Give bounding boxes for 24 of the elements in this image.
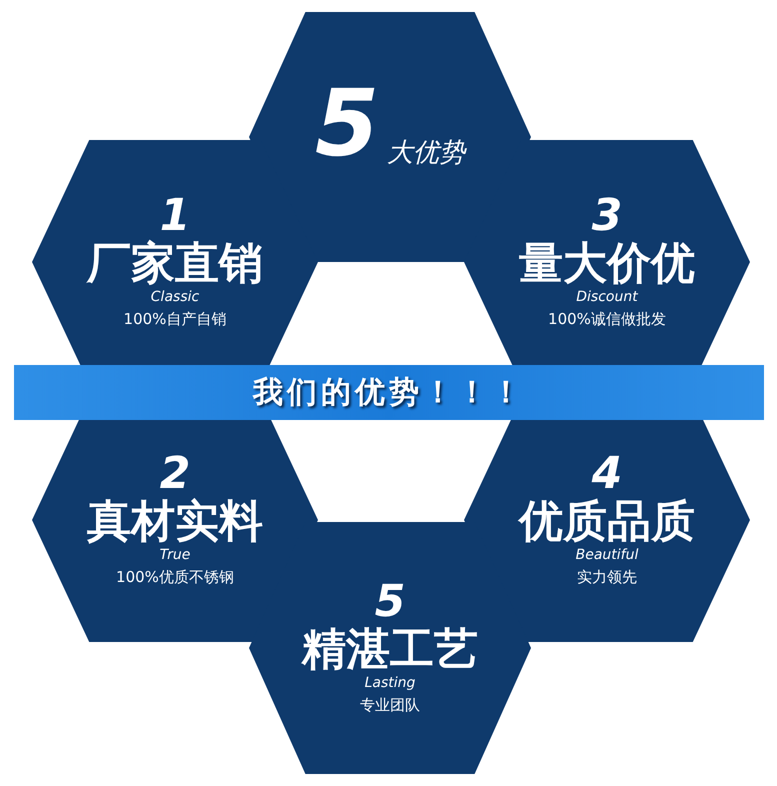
english-subtitle: Beautiful — [576, 548, 638, 562]
english-subtitle: True — [160, 548, 190, 562]
description-text: 实力领先 — [577, 570, 637, 584]
title-text: 厂家直销 — [87, 242, 263, 286]
description-text: 100%诚信做批发 — [548, 312, 666, 326]
english-subtitle: Classic — [150, 290, 200, 304]
number-text: 4 — [592, 452, 622, 496]
number-text: 2 — [160, 452, 190, 496]
title-text: 真材实料 — [87, 500, 263, 544]
description-text: 100%自产自销 — [124, 312, 226, 326]
number-text: 1 — [160, 194, 190, 238]
english-subtitle: Lasting — [364, 676, 416, 690]
title-text: 量大价优 — [519, 242, 695, 286]
title-text: 优质品质 — [519, 500, 695, 544]
description-text: 100%优质不锈钢 — [116, 570, 234, 584]
banner-text: 我们的优势！！！ — [253, 374, 525, 412]
description-text: 专业团队 — [360, 698, 420, 712]
number-text: 5 — [374, 580, 406, 624]
title-text: 精湛工艺 — [302, 628, 478, 672]
banner — [14, 365, 764, 420]
heading-text: 大优势 — [387, 140, 465, 166]
big-number: 5 — [314, 78, 379, 170]
number-text: 3 — [592, 194, 622, 238]
english-subtitle: Discount — [576, 290, 638, 304]
